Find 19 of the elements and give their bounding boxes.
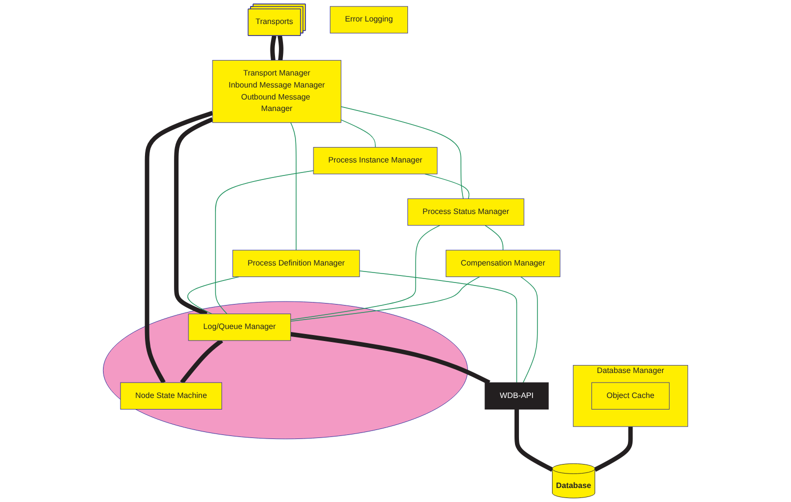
connector <box>187 276 240 314</box>
connector <box>340 119 376 148</box>
connector <box>290 332 490 385</box>
connector <box>270 35 276 61</box>
connector <box>484 225 504 250</box>
connector <box>514 409 554 472</box>
connector <box>359 270 518 383</box>
connector <box>340 106 464 200</box>
connector <box>174 117 214 316</box>
connector <box>290 225 440 320</box>
connector <box>180 338 224 384</box>
connector <box>290 122 297 250</box>
connector <box>424 174 470 200</box>
connector <box>144 110 214 384</box>
connector <box>594 426 633 472</box>
connector <box>290 276 480 322</box>
connector <box>278 35 284 61</box>
connector <box>520 276 538 383</box>
connector <box>215 170 314 314</box>
